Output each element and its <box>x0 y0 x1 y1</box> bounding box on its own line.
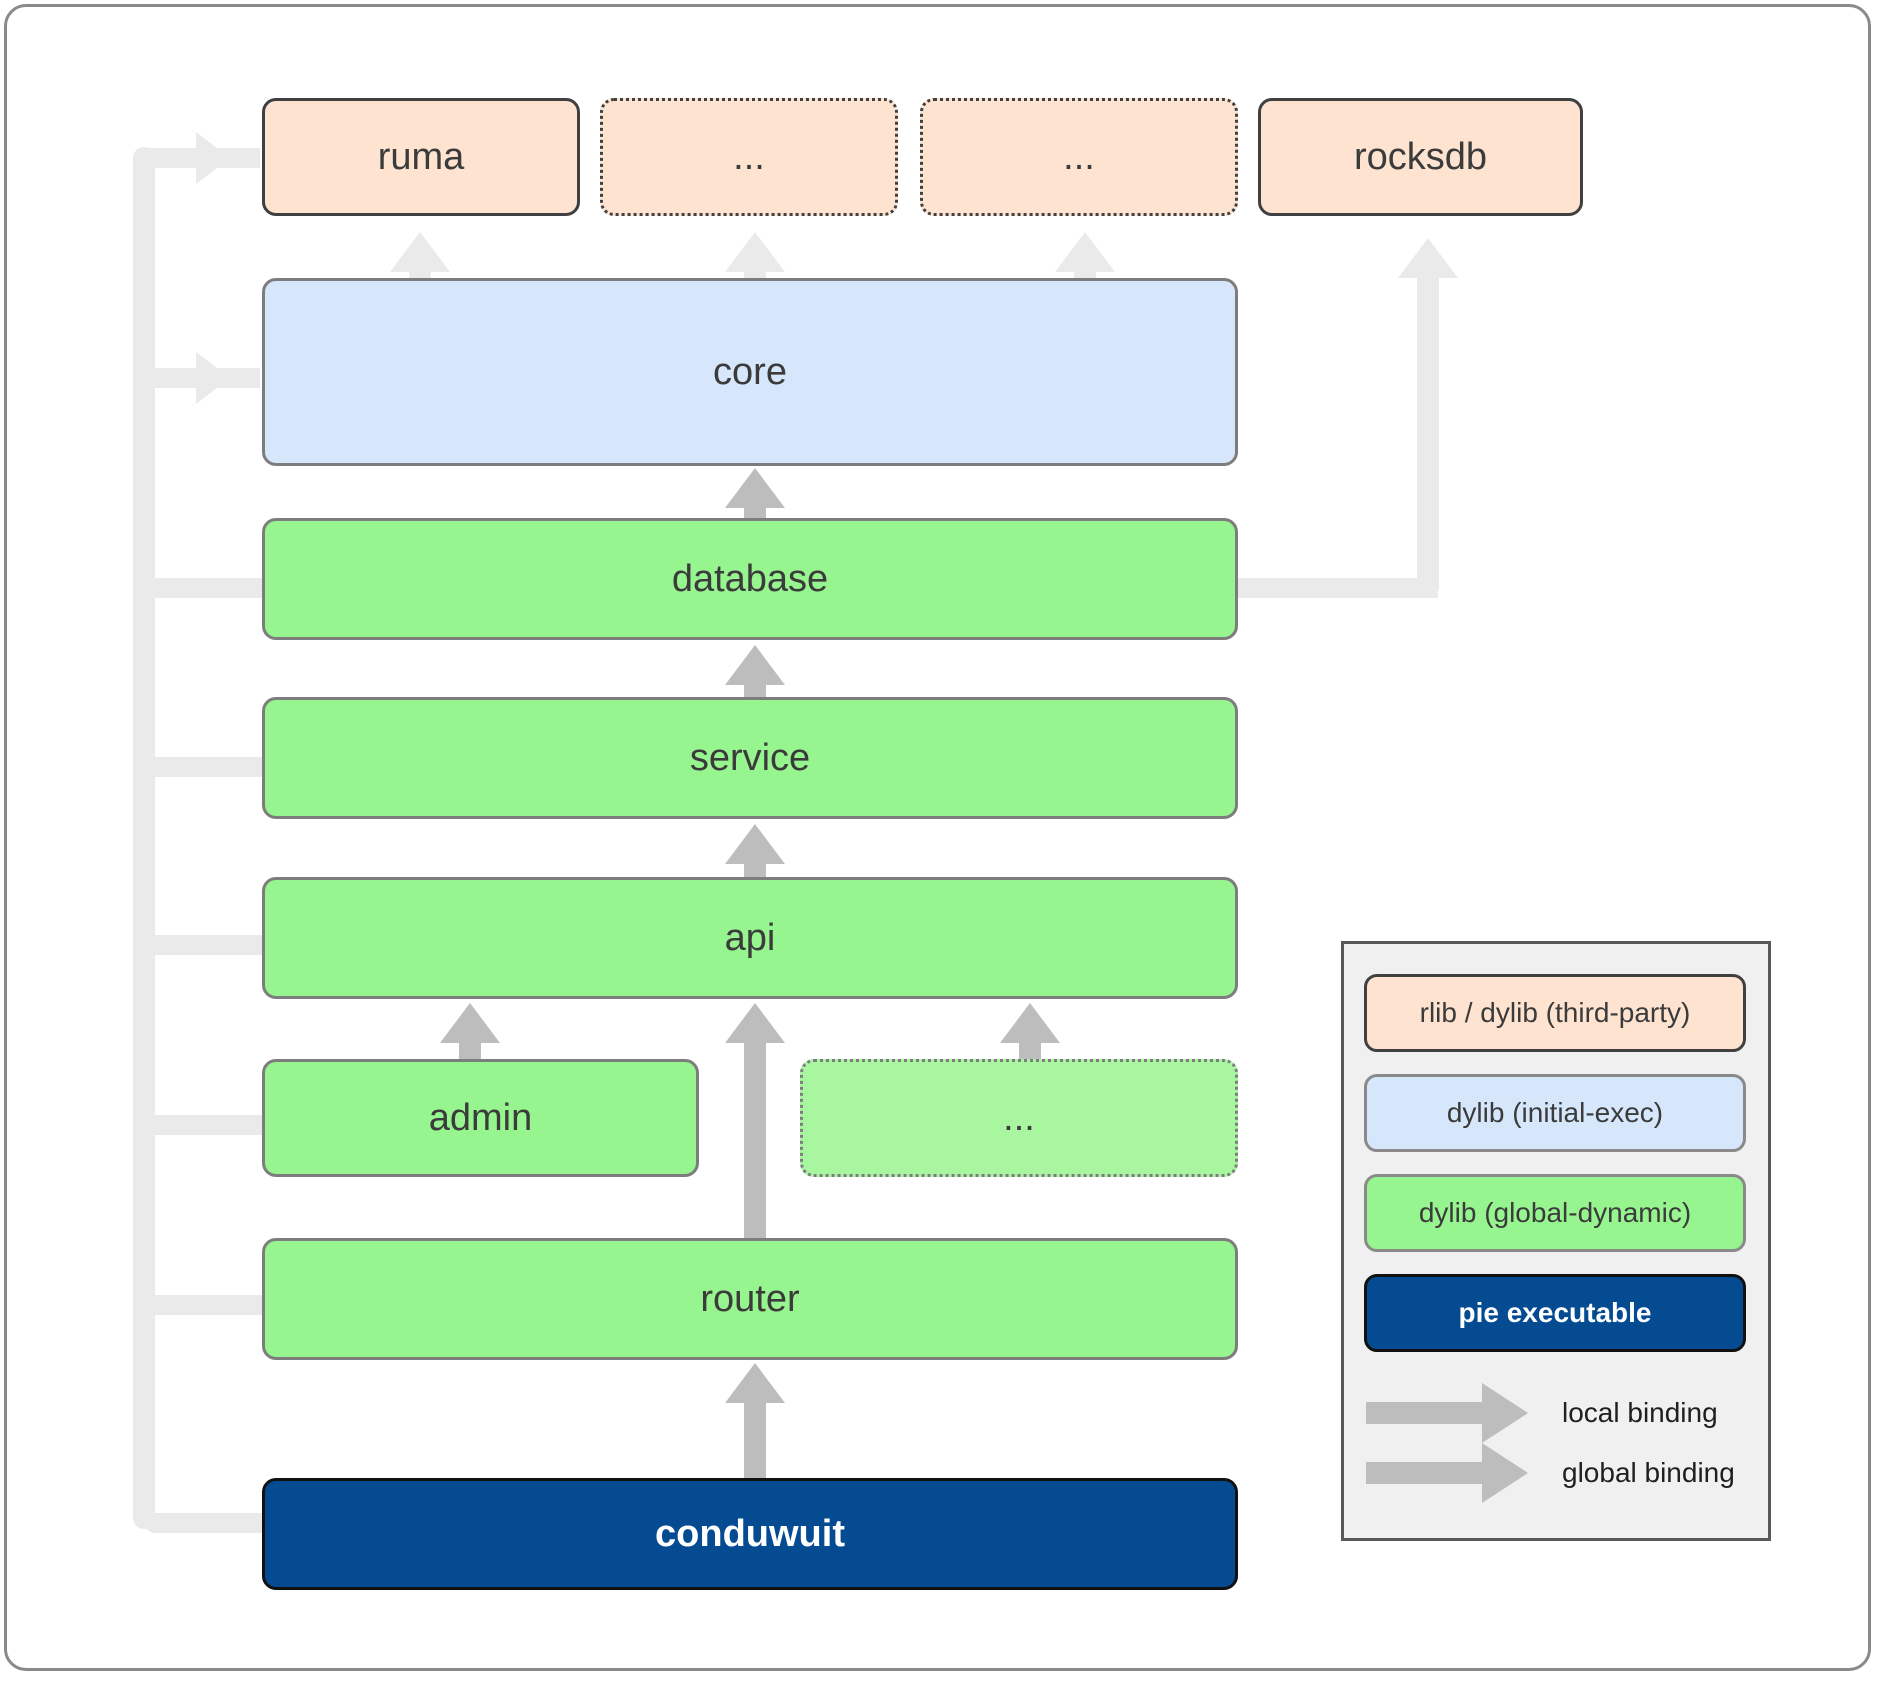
elbow-head-rocksdb <box>1398 238 1458 278</box>
branch-to-conduwuit <box>145 1513 270 1533</box>
local-binding-arrow-icon <box>1366 1402 1488 1424</box>
elbow-database-to-rocksdb-horizontal <box>1238 578 1438 598</box>
node-conduwuit[interactable]: conduwuit <box>262 1478 1238 1590</box>
node-router[interactable]: router <box>262 1238 1238 1360</box>
arrow-router-to-api <box>725 1003 785 1245</box>
legend-item-third-party: rlib / dylib (third-party) <box>1364 974 1746 1052</box>
branch-to-router <box>145 1295 270 1315</box>
branch-to-api <box>145 935 270 955</box>
branch-to-admin <box>145 1115 270 1135</box>
arrow-ellipsis-to-api <box>1000 1003 1060 1093</box>
left-trunk-vertical <box>133 147 155 1529</box>
node-core[interactable]: core <box>262 278 1238 466</box>
node-ellipsis-top-1[interactable]: ... <box>600 98 898 216</box>
branch-head-core <box>196 352 230 404</box>
branch-head-ruma <box>196 132 230 184</box>
legend-label-local-binding: local binding <box>1562 1397 1718 1428</box>
node-admin[interactable]: admin <box>262 1059 699 1177</box>
node-ellipsis-top-2[interactable]: ... <box>920 98 1238 216</box>
node-api[interactable]: api <box>262 877 1238 999</box>
legend-label-global-binding: global binding <box>1562 1457 1735 1488</box>
legend-item-initial-exec: dylib (initial-exec) <box>1364 1074 1746 1152</box>
node-service[interactable]: service <box>262 697 1238 819</box>
global-binding-arrow-icon <box>1366 1462 1488 1484</box>
node-database[interactable]: database <box>262 518 1238 640</box>
elbow-database-to-rocksdb-vertical <box>1417 250 1439 590</box>
legend-item-global-dynamic: dylib (global-dynamic) <box>1364 1174 1746 1252</box>
arrow-conduwuit-to-router <box>725 1363 785 1483</box>
local-binding-arrowhead-icon <box>1482 1383 1528 1443</box>
legend-arrow-local-binding: local binding <box>1366 1383 1756 1443</box>
branch-to-database <box>145 578 270 598</box>
node-rocksdb[interactable]: rocksdb <box>1258 98 1583 216</box>
global-binding-arrowhead-icon <box>1482 1443 1528 1503</box>
legend-panel: rlib / dylib (third-party) dylib (initia… <box>1341 941 1771 1541</box>
legend-arrow-global-binding: global binding <box>1366 1443 1756 1503</box>
node-ellipsis-api-row[interactable]: ... <box>800 1059 1238 1177</box>
branch-to-service <box>145 757 270 777</box>
node-ruma[interactable]: ruma <box>262 98 580 216</box>
legend-item-pie-executable: pie executable <box>1364 1274 1746 1352</box>
